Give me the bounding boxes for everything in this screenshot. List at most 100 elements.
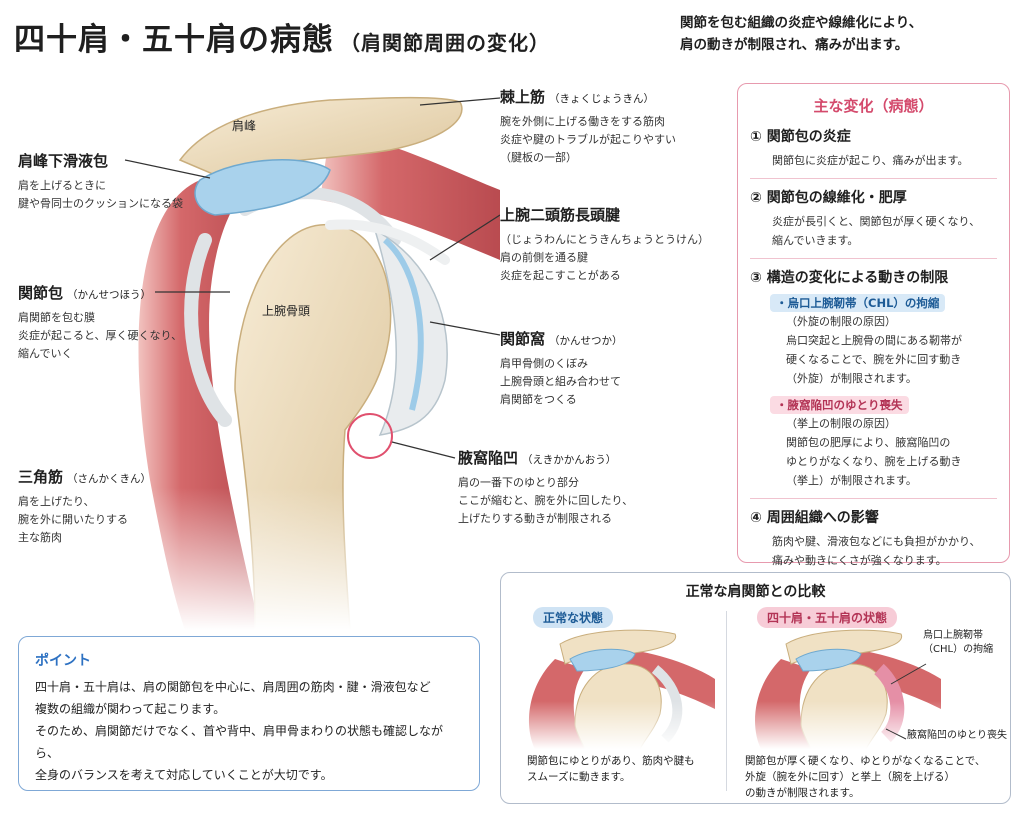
- normal-caption-2: スムーズに動きます。: [527, 771, 631, 783]
- stage-1: ① 関節包の炎症 関節包に炎症が起こり、痛みが出ます。: [738, 126, 1009, 170]
- changes-title: 主な変化（病態）: [813, 97, 934, 115]
- capsule-label: 関節包（かんせつほう） 肩関節を包む膜 炎症が起こると、厚く硬くなり、 縮んでい…: [18, 282, 182, 363]
- stage-4-desc-1: 筋肉や腱、滑液包などにも負担がかかり、: [772, 535, 981, 548]
- stage-1-desc: 関節包に炎症が起こり、痛みが出ます。: [772, 154, 969, 167]
- chl-callout-2: （CHL）の拘縮: [923, 644, 994, 655]
- point-line-1: 四十肩・五十肩は、肩の関節包を中心に、肩周囲の筋肉・腱・滑液包など: [35, 680, 431, 694]
- frozen-caption-2: 外旋（腕を外に回す）と挙上（腕を上げる）: [745, 771, 955, 783]
- normal-shoulder-illustration: [515, 629, 715, 749]
- capsule-reading: （かんせつほう）: [67, 289, 152, 301]
- axillary-name: 腋窩陥凹: [458, 449, 519, 467]
- deltoid-desc-1: 肩を上げたり、: [18, 495, 95, 508]
- page-title: 四十肩・五十肩の病態（肩関節周囲の変化）: [14, 14, 550, 59]
- divider: [750, 178, 997, 179]
- biceps-desc-2: 炎症を起こすことがある: [500, 269, 621, 282]
- comparison-divider: [726, 611, 727, 791]
- capsule-desc-1: 肩関節を包む膜: [18, 311, 95, 324]
- stage-1-title: ① 関節包の炎症: [750, 129, 851, 145]
- stage-2-desc-1: 炎症が長引くと、関節包が厚く硬くなり、: [772, 215, 981, 228]
- frozen-state-tag: 四十肩・五十肩の状態: [757, 607, 898, 628]
- point-box: ポイント 四十肩・五十肩は、肩の関節包を中心に、肩周囲の筋肉・腱・滑液包など 複…: [18, 636, 480, 791]
- supraspinatus-reading: （きょくじょうきん）: [549, 93, 655, 105]
- deltoid-desc-3: 主な筋肉: [18, 531, 62, 544]
- axillary-desc-2: ここが縮むと、腕を外に回したり、: [458, 494, 634, 507]
- deltoid-reading: （さんかくきん）: [67, 473, 152, 485]
- biceps-desc-1: 肩の前側を通る腱: [500, 251, 588, 264]
- bursa-name: 肩峰下滑液包: [18, 152, 109, 170]
- stage-3-title: ③ 構造の変化による動きの制限: [750, 270, 949, 286]
- frozen-caption-1: 関節包が厚く硬くなり、ゆとりがなくなることで、: [745, 755, 986, 767]
- point-line-4: 全身のバランスを考えて対応していくことが大切です。: [35, 768, 333, 782]
- intro-text: 関節を包む組織の炎症や線維化により、 肩の動きが制限され、痛みが出ます。: [680, 12, 1010, 56]
- divider: [750, 498, 997, 499]
- bursa-desc-2: 腱や骨同士のクッションになる袋: [18, 197, 183, 210]
- intro-line-1: 関節を包む組織の炎症や線維化により、: [680, 15, 923, 31]
- axillary-reading: （えきかかんおう）: [522, 454, 617, 466]
- axillary-desc-1: 関節包の肥厚により、腋窩陥凹の: [786, 436, 951, 449]
- axillary-desc-3: 上げたりする動きが制限される: [458, 512, 612, 525]
- biceps-name: 上腕二頭筋長頭腱: [500, 206, 621, 224]
- glenoid-desc-3: 肩関節をつくる: [500, 393, 577, 406]
- stage-3: ③ 構造の変化による動きの制限 ・烏口上腕靭帯（CHL）の拘縮 （外旋の制限の原…: [738, 267, 1009, 490]
- title-main: 四十肩・五十肩の病態: [14, 22, 334, 58]
- normal-caption-1: 関節包にゆとりがあり、筋肉や腱も: [527, 755, 695, 767]
- frozen-caption-3: の動きが制限されます。: [745, 787, 860, 799]
- biceps-label: 上腕二頭筋長頭腱 （じょうわんにとうきんちょうとうけん） 肩の前側を通る腱 炎症…: [500, 204, 709, 285]
- acromion-label: 肩峰: [232, 119, 257, 133]
- axillary-tag: ・腋窩陥凹のゆとり喪失: [770, 396, 909, 414]
- axillary-callout: 腋窩陥凹のゆとり喪失: [907, 730, 1007, 741]
- intro-line-2: 肩の動きが制限され、痛みが出ます。: [680, 37, 909, 53]
- chl-desc-1: 烏口突起と上腕骨の間にある靭帯が: [786, 334, 962, 347]
- glenoid-desc-1: 肩甲骨側のくぼみ: [500, 357, 588, 370]
- deltoid-name: 三角筋: [18, 468, 64, 486]
- supraspinatus-desc-3: （腱板の一部）: [500, 151, 577, 164]
- glenoid-reading: （かんせつか）: [549, 335, 623, 347]
- biceps-reading: （じょうわんにとうきんちょうとうけん）: [500, 233, 709, 246]
- glenoid-name: 関節窩: [500, 330, 546, 348]
- stage-4: ④ 周囲組織への影響 筋肉や腱、滑液包などにも負担がかかり、 痛みや動きにくさが…: [738, 507, 1009, 570]
- shoulder-anatomy-illustration: [0, 60, 500, 630]
- capsule-desc-2: 炎症が起こると、厚く硬くなり、: [18, 329, 183, 342]
- chl-tag: ・烏口上腕靭帯（CHL）の拘縮: [770, 294, 946, 312]
- capsule-desc-3: 縮んでいく: [18, 347, 73, 360]
- frozen-caption: 関節包が厚く硬くなり、ゆとりがなくなることで、 外旋（腕を外に回す）と挙上（腕を…: [745, 753, 985, 801]
- axillary-desc-1: 肩の一番下のゆとり部分: [458, 476, 579, 489]
- point-line-3: そのため、肩関節だけでなく、首や背中、肩甲骨まわりの状態も確認しながら、: [35, 724, 444, 760]
- glenoid-label: 関節窩（かんせつか） 肩甲骨側のくぼみ 上腕骨頭と組み合わせて 肩関節をつくる: [500, 328, 623, 409]
- chl-callout-1: 烏口上腕靭帯: [923, 630, 983, 641]
- comparison-box: 正常な肩関節との比較 正常な状態 四十肩・五十肩の状態: [500, 572, 1011, 804]
- axillary-note: （挙上の制限の原因）: [786, 417, 896, 430]
- chl-desc-2: 硬くなることで、腕を外に回す動き: [786, 353, 962, 366]
- deltoid-desc-2: 腕を外に開いたりする: [18, 513, 128, 526]
- supraspinatus-desc-2: 炎症や腱のトラブルが起こりやすい: [500, 133, 676, 146]
- divider: [750, 258, 997, 259]
- leader-lines: [124, 97, 500, 459]
- chl-note: （外旋の制限の原因）: [786, 315, 896, 328]
- chl-callout: 烏口上腕靭帯 （CHL）の拘縮: [923, 629, 993, 657]
- bursa-desc-1: 肩を上げるときに: [18, 179, 106, 192]
- comparison-title: 正常な肩関節との比較: [685, 584, 826, 600]
- normal-caption: 関節包にゆとりがあり、筋肉や腱も スムーズに動きます。: [527, 753, 695, 785]
- stage-2-title: ② 関節包の線維化・肥厚: [750, 190, 907, 206]
- deltoid-label: 三角筋（さんかくきん） 肩を上げたり、 腕を外に開いたりする 主な筋肉: [18, 466, 151, 547]
- axillary-desc-2: ゆとりがなくなり、腕を上げる動き: [786, 455, 962, 468]
- changes-panel: 主な変化（病態） ① 関節包の炎症 関節包に炎症が起こり、痛みが出ます。 ② 関…: [737, 83, 1010, 567]
- supraspinatus-name: 棘上筋: [500, 88, 546, 106]
- axillary-desc-3: （挙上）が制限されます。: [786, 474, 917, 487]
- glenoid-desc-2: 上腕骨頭と組み合わせて: [500, 375, 621, 388]
- capsule-name: 関節包: [18, 284, 64, 302]
- axillary-label: 腋窩陥凹（えきかかんおう） 肩の一番下のゆとり部分 ここが縮むと、腕を外に回した…: [458, 447, 633, 528]
- stage-4-title: ④ 周囲組織への影響: [750, 510, 879, 526]
- chl-desc-3: （外旋）が制限されます。: [786, 372, 917, 385]
- frozen-shoulder-illustration: [741, 629, 941, 749]
- humeral-head-label: 上腕骨頭: [262, 304, 311, 318]
- stage-2: ② 関節包の線維化・肥厚 炎症が長引くと、関節包が厚く硬くなり、 縮んでいきます…: [738, 187, 1009, 250]
- title-subtitle: （肩関節周囲の変化）: [340, 31, 550, 55]
- point-title: ポイント: [35, 653, 91, 669]
- normal-state-tag: 正常な状態: [533, 607, 614, 628]
- bursa-label: 肩峰下滑液包 肩を上げるときに 腱や骨同士のクッションになる袋: [18, 150, 183, 213]
- supraspinatus-label: 棘上筋（きょくじょうきん） 腕を外側に上げる働きをする筋肉 炎症や腱のトラブルが…: [500, 86, 676, 167]
- stage-2-desc-2: 縮んでいきます。: [772, 234, 859, 247]
- supraspinatus-desc-1: 腕を外側に上げる働きをする筋肉: [500, 115, 665, 128]
- stage-4-desc-2: 痛みや動きにくさが強くなります。: [772, 554, 947, 567]
